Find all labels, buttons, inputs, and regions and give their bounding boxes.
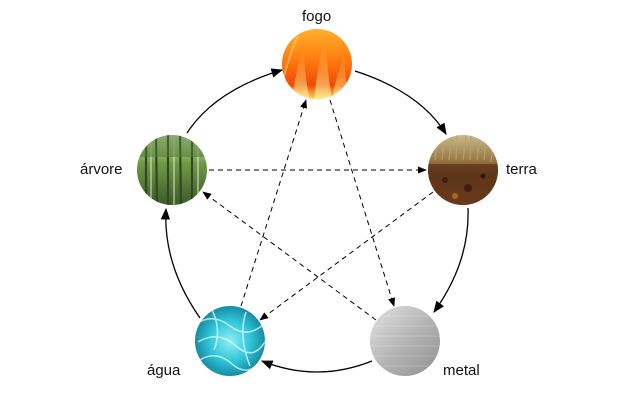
label-arvore: árvore xyxy=(80,161,123,178)
label-agua: água xyxy=(147,362,181,379)
arrow-agua-arvore xyxy=(160,207,201,319)
label-fogo: fogo xyxy=(302,8,332,25)
arrow-arvore-fogo xyxy=(186,68,284,134)
label-terra: terra xyxy=(506,161,537,178)
node-fogo xyxy=(282,29,352,99)
generating-cycle xyxy=(160,68,469,373)
node-arvore xyxy=(137,135,207,205)
arrow-agua-fogo xyxy=(240,99,307,307)
metal-image xyxy=(370,306,440,376)
node-terra xyxy=(428,135,498,205)
arrow-fogo-terra xyxy=(354,70,447,135)
arrow-terra-metal xyxy=(433,207,469,313)
controlling-cycle xyxy=(202,99,434,321)
label-metal: metal xyxy=(443,362,480,379)
arrow-metal-agua xyxy=(260,360,373,373)
node-metal xyxy=(370,306,440,376)
arrow-metal-arvore xyxy=(202,191,377,321)
arrow-fogo-metal xyxy=(329,99,396,307)
arrow-terra-agua xyxy=(259,191,434,321)
node-agua xyxy=(195,306,265,376)
